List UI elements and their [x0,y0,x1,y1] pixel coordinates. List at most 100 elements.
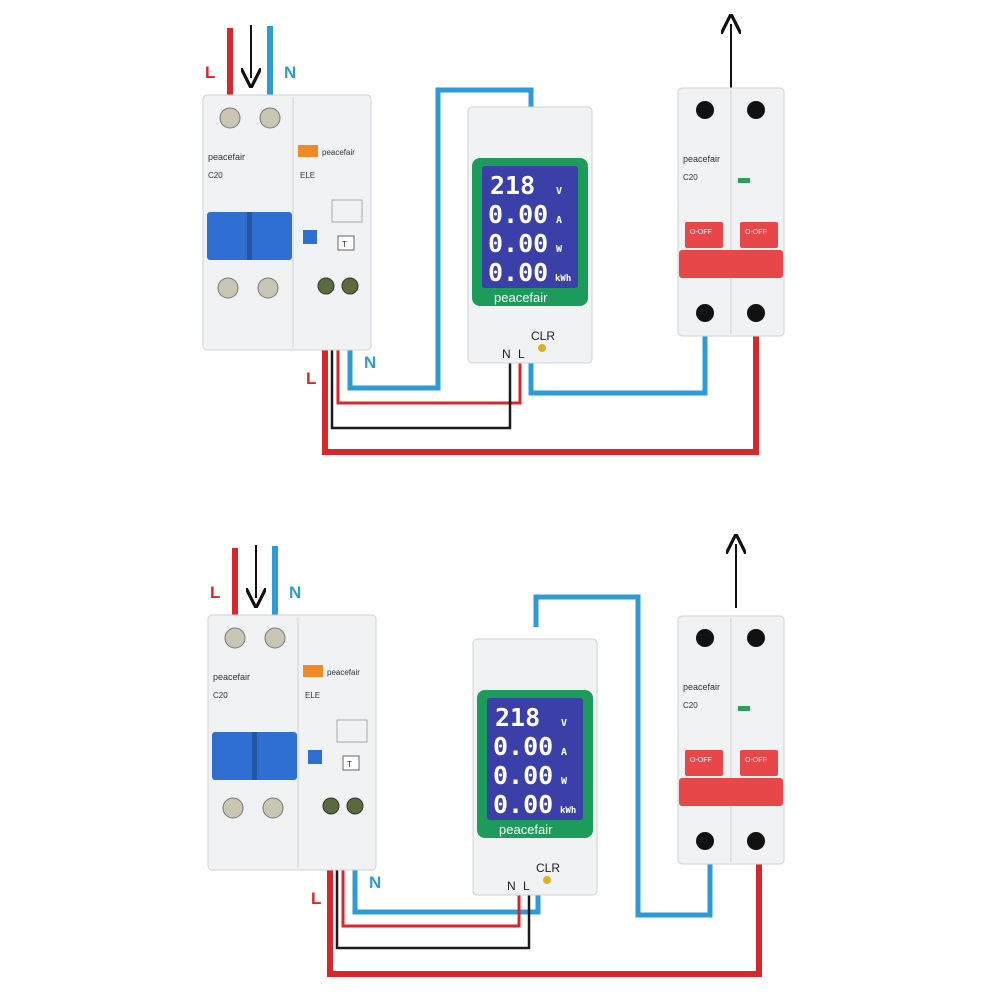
bottom-live-label: L [311,889,321,908]
mcb-toggle-right-label: O-OFF [745,229,767,236]
live-to-meter-wire [341,820,521,928]
svg-text:0.00: 0.00 [493,761,553,790]
mcb-toggle-left[interactable] [685,750,723,776]
rcbo-bottom-screw-2 [262,797,284,819]
mcb-rating: C20 [683,701,698,710]
black-meter-wire [330,300,512,430]
svg-text:218: 218 [490,171,535,200]
mcb-brand: peacefair [683,682,720,692]
rcbo-bottom-screw-2 [257,277,279,299]
mcb-brand: peacefair [683,154,720,164]
wiring-diagram-top: L N L N peacefair C20 peacefair ELE T [202,24,785,455]
svg-text:V: V [556,186,562,197]
rcbo-rating: C20 [213,691,228,700]
meter-lcd [482,166,578,288]
rcbo-brand: peacefair [208,152,245,162]
svg-text:218: 218 [495,703,540,732]
svg-text:kWh: kWh [560,806,576,816]
meter-reading-energy: 0.00 kWh [488,258,571,287]
bottom-live-label: L [306,369,316,388]
mcb-toggle-left-label: O-OFF [690,757,712,764]
svg-text:0.00: 0.00 [488,229,548,258]
rcbo-bottom-screw-1 [222,797,244,819]
mcb-handle-bar [679,778,783,806]
rcbo-top-screw-right [264,627,286,649]
input-live-label: L [210,583,220,602]
input-live-label: L [205,63,215,82]
bottom-neutral-label: N [364,353,376,372]
meter-lcd [487,698,583,820]
meter-reading-energy: 0.00 kWh [493,790,576,819]
meter-clr-label: CLR [531,329,555,343]
rcbo-top-screw-right [259,107,281,129]
rcbo-brand: peacefair [213,672,250,682]
bottom-neutral-label: N [369,873,381,892]
mcb-handle-bar [679,250,783,278]
rcbo-bottom-screw-1 [217,277,239,299]
mcb-top-screw-left [696,101,714,119]
mcb-bottom-screw-left [696,832,714,850]
svg-text:kWh: kWh [555,274,571,284]
meter-to-mcb-neutral-wire [533,594,713,918]
meter-terminal-l: L [523,879,530,893]
mcb-bottom-screw-left [696,304,714,322]
mcb-bottom-screw-right [747,832,765,850]
mcb-rating: C20 [683,173,698,182]
meter-terminal-n: N [507,879,516,893]
energy-meter: 218 V 0.00 A 0.00 W 0.00 kWh peacefair C… [472,638,598,896]
input-neutral-label: N [289,583,301,602]
rcbo-module-brand: peacefair [322,148,355,157]
svg-text:A: A [556,215,562,226]
meter-reading-current: 0.00 A [488,200,562,229]
live-to-mcb-wire [327,810,762,977]
mcb-top-screw-right [747,629,765,647]
meter-brand: peacefair [494,290,548,305]
meter-reading-power: 0.00 W [488,229,563,258]
wiring-diagram-bottom: L N L N peacefair C20 peacefair ELE T [207,544,785,977]
rcbo-module-text: ELE [305,691,320,700]
rcbo-module-text: ELE [300,171,315,180]
meter-clr-button[interactable] [538,344,546,352]
wires [227,24,759,455]
rcbo-bottom-screw-4 [346,797,364,815]
live-to-meter-wire [336,300,522,405]
mcb-breaker: peacefair C20 O-OFF O-OFF [677,87,785,337]
meter-reading-current: 0.00 A [493,732,567,761]
energy-meter: 218 V 0.00 A 0.00 W 0.00 kWh peacefair C… [467,106,593,364]
neutral-to-meter-wire [347,87,534,391]
rcbo-test-button[interactable] [337,235,355,251]
mcb-toggle-left-label: O-OFF [690,229,712,236]
rcbo-bottom-screw-3 [317,277,335,295]
rcbo-bottom-screw-3 [322,797,340,815]
mcb-top-screw-right [747,101,765,119]
meter-clr-button[interactable] [543,876,551,884]
rcbo-top-screw-left [224,627,246,649]
rcbo-breaker: peacefair C20 peacefair ELE T [202,94,372,351]
svg-text:0.00: 0.00 [488,200,548,229]
rcbo-bottom-screw-4 [341,277,359,295]
meter-reading-voltage: 218 V [495,703,567,732]
mcb-bottom-screw-right [747,304,765,322]
svg-text:V: V [561,718,567,729]
live-to-mcb-wire [322,290,759,455]
mcb-breaker: peacefair C20 O-OFF O-OFF [677,615,785,865]
mcb-toggle-right-label: O-OFF [745,757,767,764]
svg-text:0.00: 0.00 [493,790,553,819]
mcb-toggle-right[interactable] [740,750,778,776]
meter-terminal-l: L [518,347,525,361]
svg-text:0.00: 0.00 [493,732,553,761]
meter-reading-voltage: 218 V [490,171,562,200]
svg-text:A: A [561,747,567,758]
rcbo-test-button[interactable] [342,755,360,771]
mcb-toggle-left[interactable] [685,222,723,248]
svg-text:W: W [561,776,568,787]
rcbo-test-label: T [347,760,352,769]
mcb-top-screw-left [696,629,714,647]
mcb-toggle-right[interactable] [740,222,778,248]
rcbo-top-screw-left [219,107,241,129]
black-meter-wire [335,820,531,950]
meter-terminal-n: N [502,347,511,361]
svg-text:W: W [556,244,563,255]
meter-clr-label: CLR [536,861,560,875]
